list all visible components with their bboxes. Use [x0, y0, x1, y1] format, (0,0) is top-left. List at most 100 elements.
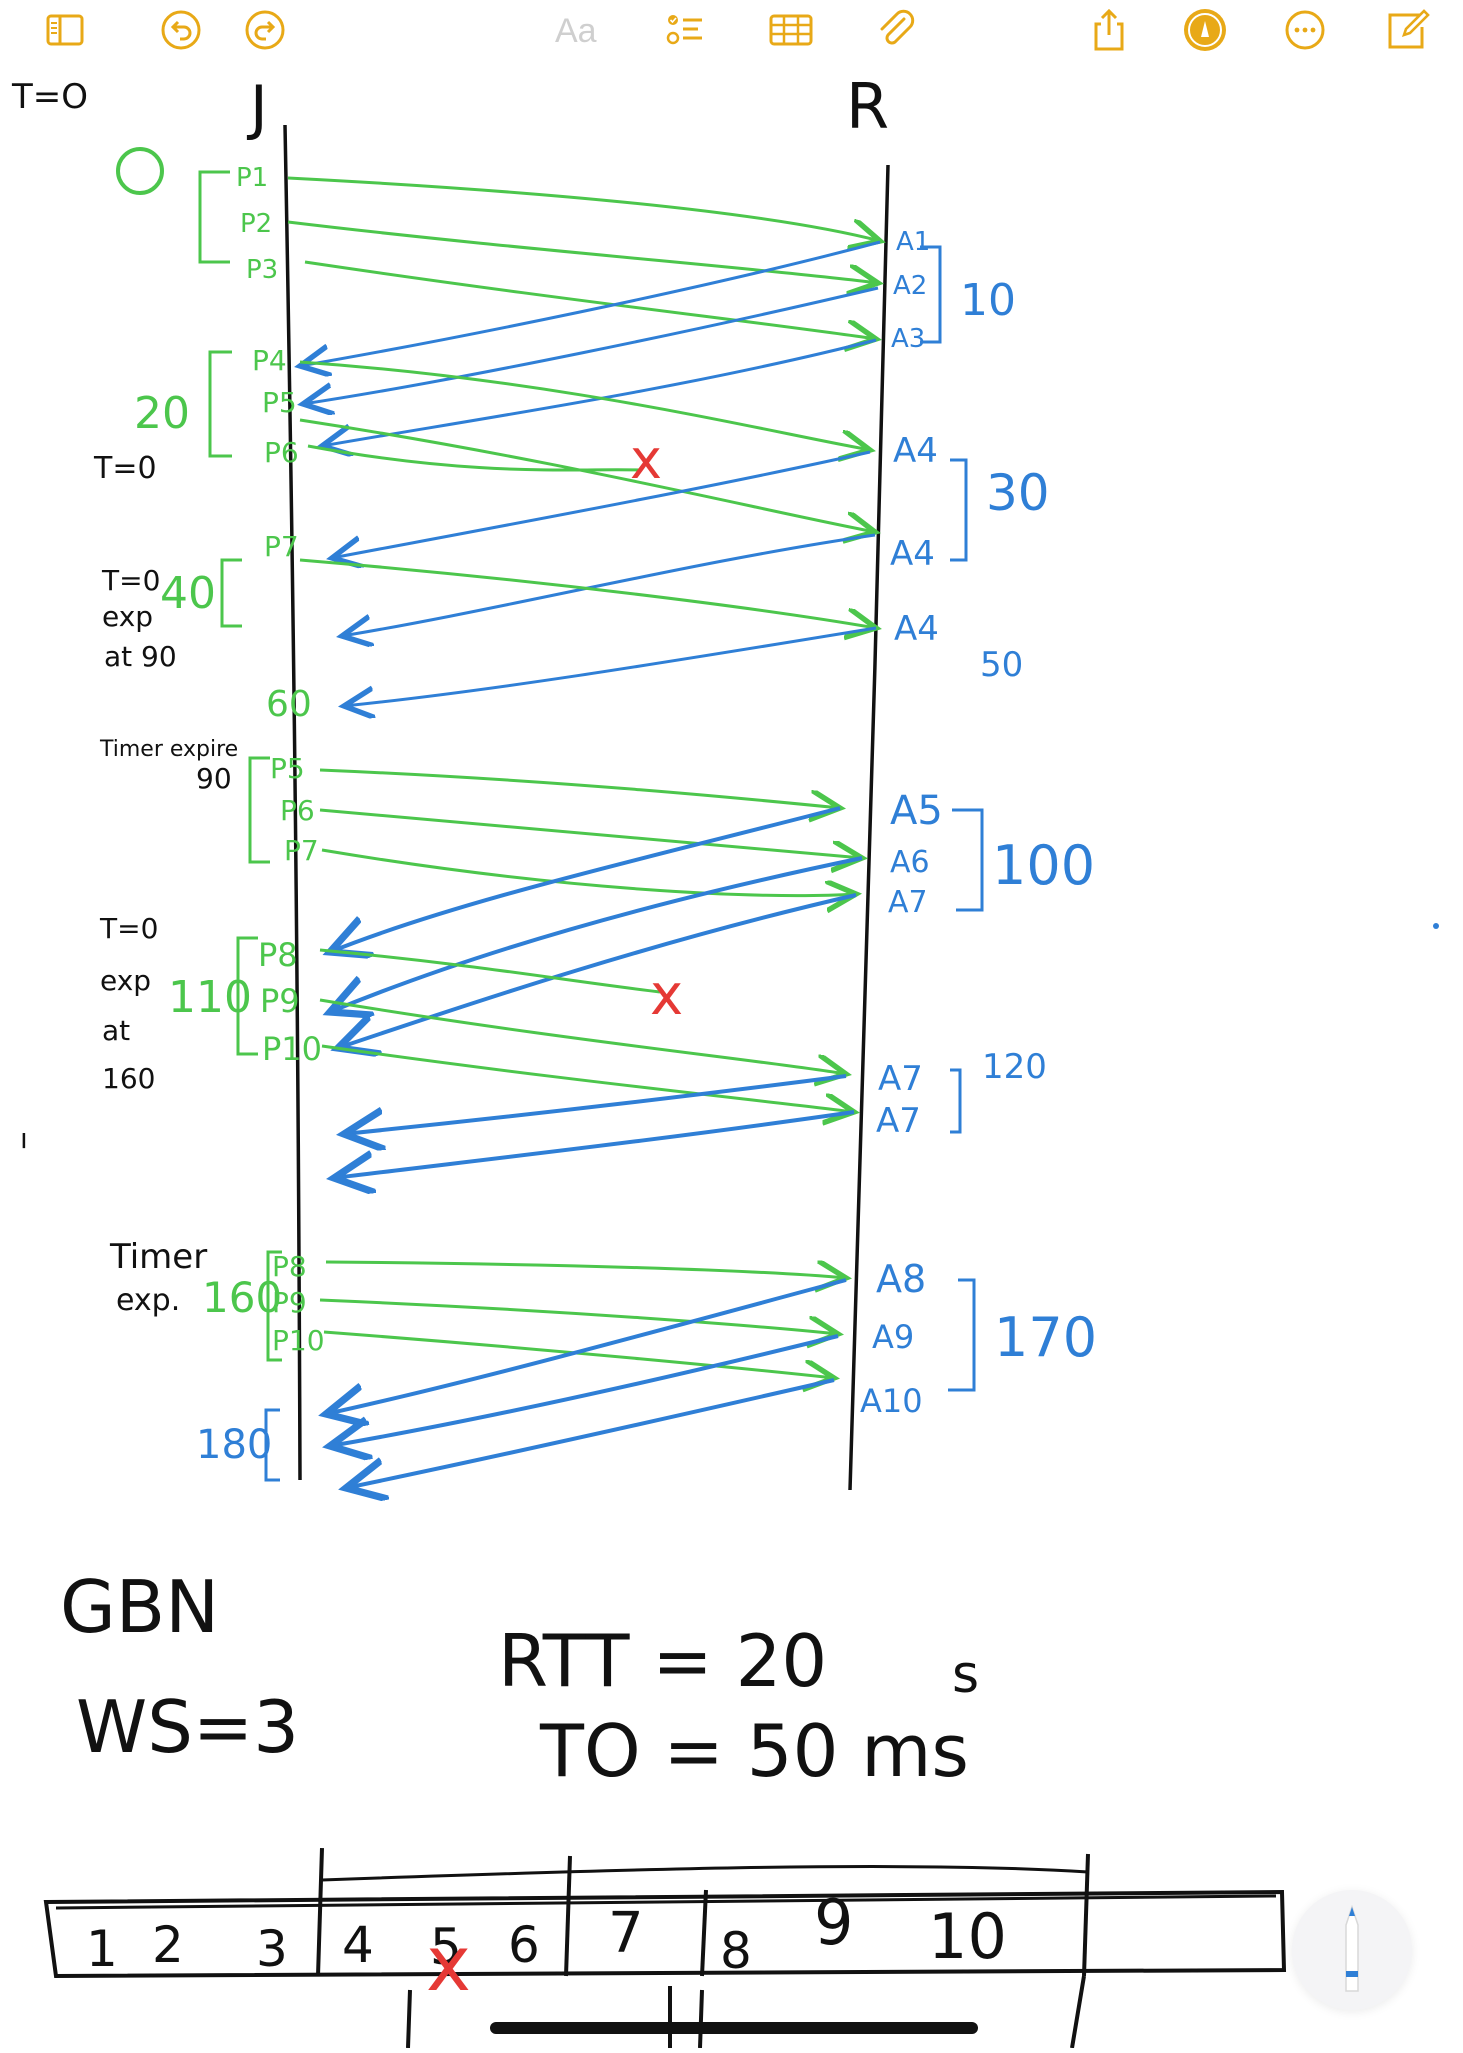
- ack-bracket: [948, 1278, 976, 1392]
- rtt-unit: s: [952, 1645, 979, 1705]
- ack-time: 170: [994, 1306, 1097, 1369]
- stray-mark: ı: [20, 1122, 28, 1155]
- ack-label: A4: [893, 431, 938, 471]
- rtt-label: RTT = 20: [498, 1619, 827, 1703]
- ack-label: A8: [876, 1257, 926, 1301]
- compose-icon[interactable]: [1382, 8, 1432, 52]
- ack-time: 30: [986, 464, 1050, 522]
- send-time: 40: [160, 568, 216, 619]
- checklist-icon[interactable]: [660, 8, 710, 52]
- bracket-round4: [236, 936, 258, 1056]
- handwritten-note-canvas[interactable]: T=O J R P1 P2 P3 A1 A2 A3 10 20 T=0 P4 P…: [0, 60, 1463, 2049]
- timer-expire-90: Timer expire: [99, 737, 238, 762]
- ack-label: A5: [890, 788, 943, 834]
- timer-note-40: at 90: [104, 640, 177, 673]
- ack-label: A6: [890, 845, 930, 880]
- sequence-cell: 4: [342, 1916, 374, 1974]
- ack-time: 100: [992, 834, 1095, 897]
- stray-dot: [1433, 923, 1439, 929]
- ack-time: 120: [982, 1047, 1047, 1087]
- ack-bracket: [920, 245, 942, 344]
- share-icon[interactable]: [1084, 8, 1134, 52]
- packet-label: P8: [272, 1250, 307, 1283]
- packet-label: P3: [246, 255, 278, 285]
- protocol-label: GBN: [60, 1565, 219, 1649]
- sequence-cell: 5: [430, 1918, 462, 1976]
- more-icon[interactable]: [1280, 8, 1330, 52]
- packet-arrows-round5: [319, 1262, 846, 1378]
- timer-note-110: 160: [102, 1062, 155, 1095]
- packet-label: P8: [258, 936, 298, 974]
- notes-toolbar: Aa: [0, 0, 1463, 70]
- sequence-window-strip: [43, 1847, 1287, 2049]
- packet-label: P5: [262, 386, 297, 419]
- sequence-cell: 6: [508, 1916, 540, 1974]
- bracket-180: [264, 1408, 280, 1482]
- bracket-round1: [198, 170, 230, 264]
- ack-arrows-round4: [334, 1074, 855, 1178]
- attachment-icon[interactable]: [870, 8, 920, 52]
- receiver-timeline: [848, 164, 890, 1491]
- packet-label: P9: [272, 1286, 307, 1319]
- packet-arrow-p7: [299, 558, 876, 628]
- ack-label: A1: [896, 227, 930, 257]
- markup-pen-icon[interactable]: [1180, 8, 1230, 52]
- packet-arrows-round1: [287, 176, 880, 339]
- sequence-cell: 7: [608, 1901, 644, 1966]
- bracket-round5: [266, 1250, 282, 1362]
- ack-label: A3: [891, 324, 925, 354]
- sequence-cell: 1: [86, 1920, 118, 1978]
- sequence-cell: 9: [814, 1886, 853, 1959]
- packet-arrows-round3: [319, 768, 862, 896]
- ack-label: A4: [894, 609, 939, 649]
- ack-label: A4: [890, 534, 935, 574]
- packet-label: P7: [264, 530, 299, 563]
- ack-label: A7: [888, 885, 928, 920]
- timer-note-40: exp: [102, 600, 153, 633]
- sender-label: J: [246, 73, 268, 143]
- table-icon[interactable]: [766, 8, 816, 52]
- start-marker: [116, 147, 164, 195]
- packet-label: P10: [272, 1324, 325, 1357]
- sender-timeline: [283, 124, 302, 1481]
- timer-expire-90: 90: [196, 762, 232, 795]
- packet-label: P9: [260, 982, 300, 1020]
- timer-expire-160: exp.: [116, 1283, 180, 1318]
- timer-note-110: at: [102, 1014, 130, 1047]
- ack-arrows-round5: [326, 1278, 847, 1488]
- redo-icon[interactable]: [240, 8, 290, 52]
- packet-label: P1: [236, 163, 268, 193]
- ack-arrows-round3: [330, 806, 863, 1048]
- ack-label: A9: [872, 1318, 914, 1356]
- ack-label: A7: [878, 1059, 923, 1099]
- timer-expire-160: Timer: [109, 1237, 207, 1277]
- undo-icon[interactable]: [156, 8, 206, 52]
- lost-packet-mark: x: [650, 963, 683, 1028]
- window-size-label: WS=3: [76, 1685, 299, 1769]
- timer-reset: T=0: [93, 451, 157, 486]
- send-time: 20: [134, 388, 190, 439]
- timer-note-40: T=0: [101, 564, 160, 597]
- timer-expire-160: 160: [202, 1273, 282, 1322]
- packet-label: P6: [264, 436, 299, 469]
- bracket-40: [220, 558, 242, 628]
- sidebar-icon[interactable]: [40, 8, 90, 52]
- time-60: 60: [266, 684, 312, 725]
- home-indicator[interactable]: [490, 2022, 978, 2034]
- packet-label: P6: [280, 794, 315, 827]
- packet-label: P5: [270, 752, 305, 785]
- ack-time: 10: [960, 275, 1016, 326]
- ack-bracket: [950, 1068, 962, 1134]
- ack-time: 50: [980, 645, 1023, 685]
- pencil-icon: [1345, 1905, 1359, 1992]
- bracket-round2: [208, 350, 232, 458]
- ack-label: A10: [860, 1382, 923, 1420]
- timer-note-110: T=0: [99, 912, 158, 945]
- packet-label: P7: [284, 834, 319, 867]
- packet-label: P4: [252, 344, 287, 377]
- packet-arrows-round2: [299, 360, 875, 532]
- format-text-icon[interactable]: Aa: [555, 12, 597, 50]
- pencil-tool-button[interactable]: [1292, 1890, 1412, 2010]
- sequence-cell: 3: [256, 1920, 288, 1978]
- lost-packet-mark: x: [630, 428, 662, 491]
